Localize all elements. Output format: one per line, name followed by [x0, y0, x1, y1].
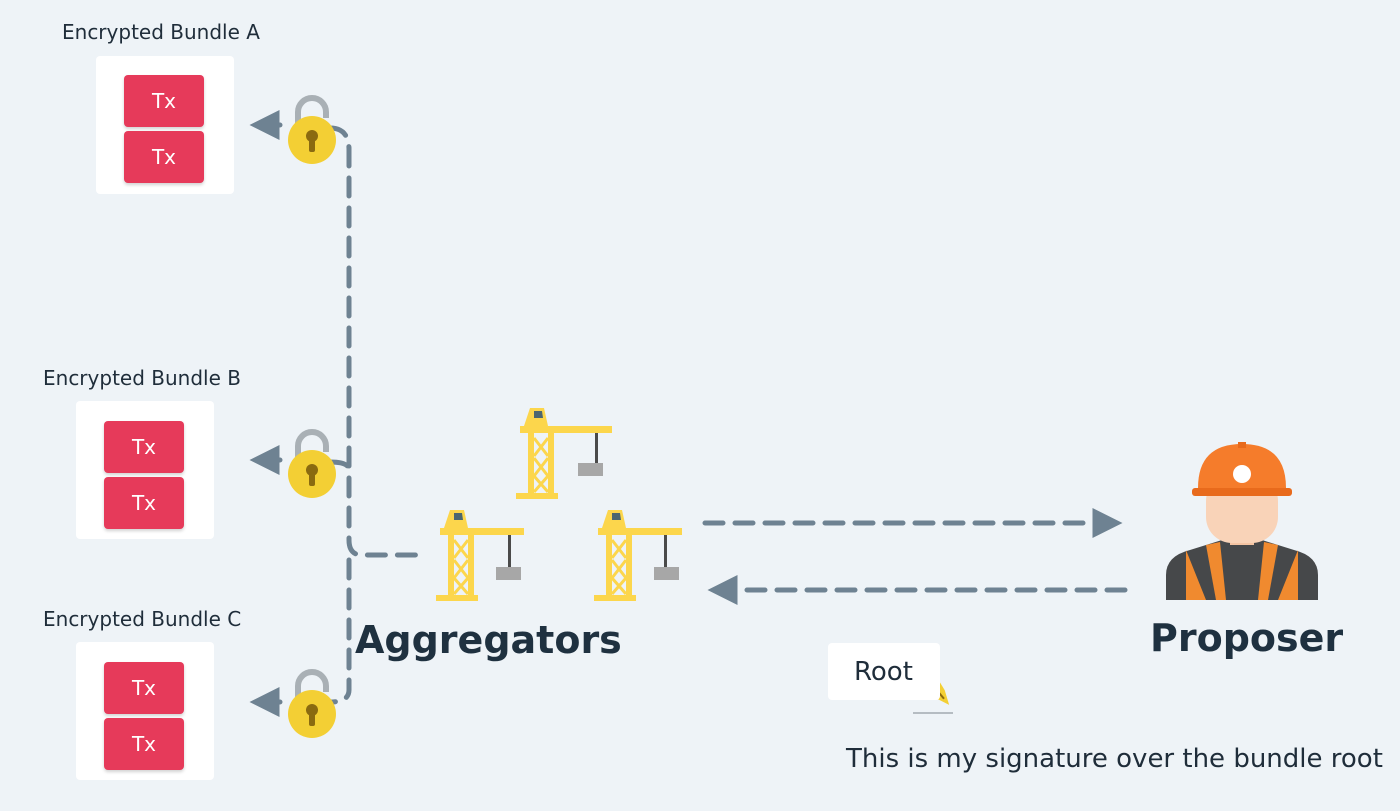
- crane-icon: [436, 510, 524, 601]
- padlock-open-icon: [288, 95, 336, 164]
- bundle-a-label: Encrypted Bundle A: [62, 20, 260, 44]
- tx-block: Tx: [104, 477, 184, 529]
- crane-icon: [516, 408, 612, 499]
- bundle-b-card: Tx Tx: [76, 401, 214, 539]
- construction-worker-icon: [1166, 442, 1318, 600]
- trunk-line: [346, 145, 421, 558]
- bundle-c-card: Tx Tx: [76, 642, 214, 780]
- bundle-b-label: Encrypted Bundle B: [43, 366, 241, 390]
- dashed-connector-lines: [327, 125, 1128, 705]
- bundle-arrows: [249, 110, 283, 717]
- signature-caption: This is my signature over the bundle roo…: [846, 744, 1383, 774]
- tx-block: Tx: [124, 75, 204, 127]
- padlock-open-icon: [288, 429, 336, 498]
- aggregators-label: Aggregators: [355, 618, 622, 662]
- tx-block: Tx: [104, 421, 184, 473]
- root-label: Root: [854, 656, 913, 687]
- padlock-open-icon: [288, 669, 336, 738]
- root-card: Root: [828, 643, 940, 700]
- trunk-to-bundle-b: [327, 459, 352, 473]
- trunk-to-bundle-c: [327, 557, 352, 705]
- proposer-label: Proposer: [1150, 616, 1344, 660]
- crane-icon: [594, 510, 682, 601]
- bundle-c-label: Encrypted Bundle C: [43, 607, 242, 631]
- tx-block: Tx: [124, 131, 204, 183]
- tx-block: Tx: [104, 662, 184, 714]
- bundle-a-card: Tx Tx: [96, 56, 234, 194]
- trunk-to-bundle-a: [327, 125, 352, 153]
- tx-block: Tx: [104, 718, 184, 770]
